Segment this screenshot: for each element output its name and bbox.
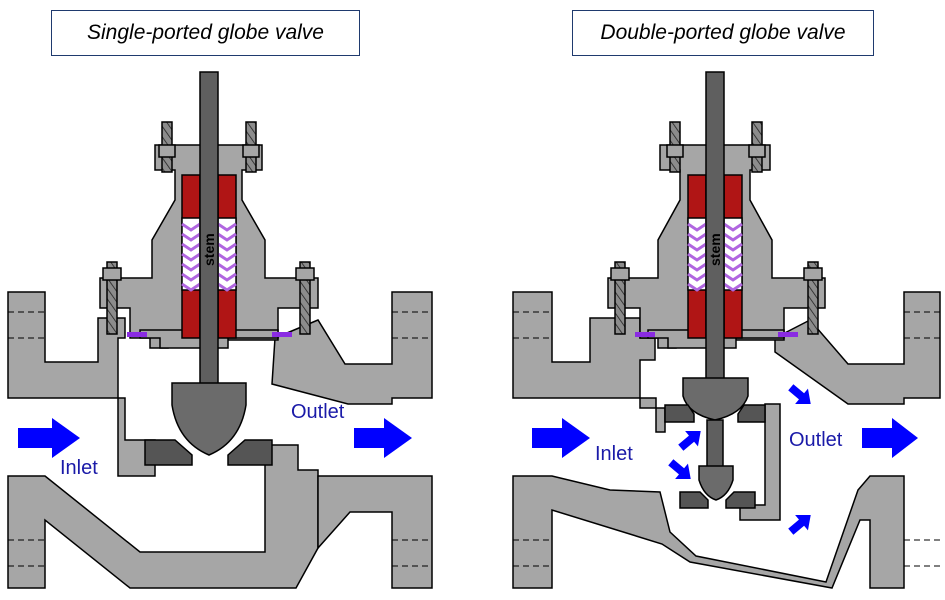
gasket-right	[272, 332, 292, 337]
spring-right	[217, 222, 237, 292]
nut-side-right	[803, 267, 823, 281]
spring-left	[181, 222, 201, 292]
spring-left	[687, 222, 707, 292]
flow-arrow-upper-in	[678, 431, 701, 451]
nut-side-left	[102, 267, 122, 281]
inlet-flange-top	[512, 291, 666, 433]
gasket-right	[778, 332, 798, 337]
valve-stem	[199, 71, 219, 385]
lower-seat-left	[679, 491, 709, 509]
inlet-label: Inlet	[60, 457, 98, 479]
seat-left	[144, 439, 193, 466]
gasket-left	[635, 332, 655, 337]
lower-plug	[698, 465, 734, 501]
spring-right	[723, 222, 743, 292]
flow-arrow-lower-out	[788, 515, 811, 535]
gasket-left	[127, 332, 147, 337]
lower-wall-shape	[512, 475, 905, 589]
inlet-arrow	[18, 418, 80, 458]
stem-label: stem	[707, 233, 723, 266]
double-ported-title: Double-ported globe valve	[572, 10, 874, 56]
bolt-side-right	[807, 261, 819, 335]
nut-top-right	[748, 144, 766, 158]
outlet-arrow	[354, 418, 412, 458]
inlet-lower-wall	[7, 444, 319, 589]
inlet-label: Inlet	[595, 443, 633, 465]
outlet-upper-wall	[271, 291, 433, 405]
bolt-side-right	[299, 261, 311, 335]
flow-arrow-lower-in	[668, 459, 691, 479]
nut-top-left	[666, 144, 684, 158]
nut-side-left	[610, 267, 630, 281]
inlet-flange-top	[7, 291, 156, 477]
valve-plug	[171, 382, 247, 456]
nut-top-right	[242, 144, 260, 158]
internal-cage	[739, 403, 781, 521]
stem-label: stem	[201, 233, 217, 266]
bolt-side-left	[614, 261, 626, 335]
outlet-label: Outlet	[789, 429, 843, 451]
lower-seat-right	[725, 491, 756, 509]
nut-top-left	[158, 144, 176, 158]
flow-arrow-upper-out	[788, 384, 811, 404]
outlet-arrow	[862, 418, 918, 458]
valve-stem	[705, 71, 725, 385]
plug-connector	[706, 419, 724, 469]
upper-seat-right	[737, 404, 766, 423]
outlet-label: Outlet	[291, 401, 345, 423]
inlet-arrow	[532, 418, 590, 458]
upper-seat-left	[664, 404, 695, 423]
single-ported-title: Single-ported globe valve	[51, 10, 360, 56]
single-ported-valve	[7, 71, 433, 589]
seat-right	[227, 439, 273, 466]
bolt-side-left	[106, 261, 118, 335]
outlet-upper-wall	[774, 291, 941, 405]
double-ported-valve	[512, 71, 941, 589]
outlet-lower-wall	[317, 475, 433, 589]
nut-side-right	[295, 267, 315, 281]
